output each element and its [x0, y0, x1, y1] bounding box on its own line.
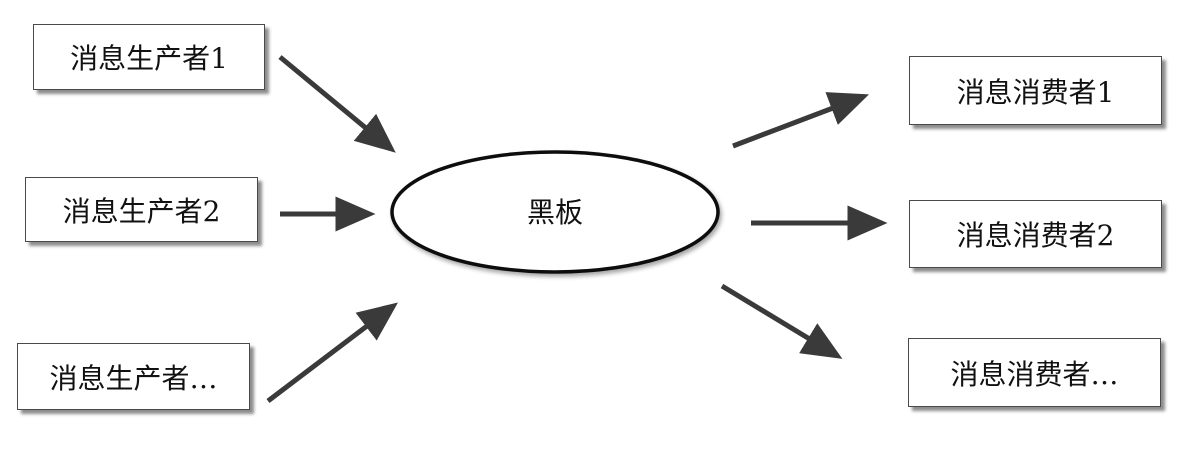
- consumer-n-box: 消息消费者…: [908, 338, 1161, 407]
- blackboard-ellipse: [390, 150, 720, 274]
- producer-n-box: 消息生产者…: [17, 343, 250, 410]
- producer-1-label: 消息生产者1: [70, 42, 228, 75]
- consumer-1-label: 消息消费者1: [956, 75, 1115, 109]
- consumer-1-box: 消息消费者1: [909, 56, 1162, 125]
- producer-2-box: 消息生产者2: [25, 177, 258, 242]
- producer-2-label: 消息生产者2: [62, 194, 221, 228]
- consumer-n-label: 消息消费者…: [950, 357, 1119, 391]
- producer-n-label: 消息生产者…: [49, 361, 218, 395]
- consumer-2-box: 消息消费者2: [909, 200, 1162, 268]
- producer-1-box: 消息生产者1: [33, 24, 265, 90]
- arrow-consumer-1: [732, 92, 870, 149]
- arrow-producer-n: [266, 302, 398, 403]
- arrow-producer-1: [278, 55, 396, 153]
- consumer-2-label: 消息消费者2: [956, 219, 1115, 252]
- arrow-consumer-n: [720, 283, 843, 359]
- blackboard-label: 黑板: [526, 196, 583, 229]
